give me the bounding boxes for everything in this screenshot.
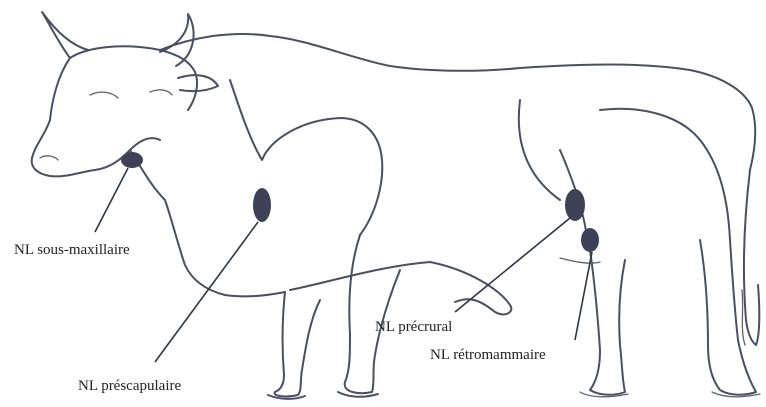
- label-prescapulaire: NL préscapulaire: [78, 378, 181, 394]
- labels: NL sous-maxillaire NL préscapulaire NL p…: [14, 242, 546, 394]
- shoulder: [230, 80, 382, 235]
- cow-illustration: [32, 12, 760, 399]
- neck-back-line: [160, 34, 755, 170]
- label-precrural: NL précrural: [375, 319, 452, 335]
- node-precrural: [565, 189, 585, 221]
- leader-retromammaire: [575, 252, 592, 340]
- flank: [519, 100, 588, 245]
- left-horn: [42, 12, 88, 58]
- front-right-leg: [345, 235, 400, 393]
- front-left-leg: [275, 292, 320, 396]
- tail: [744, 170, 759, 345]
- hind-left-leg: [590, 250, 625, 395]
- hip: [600, 109, 730, 240]
- dewlap: [130, 150, 285, 296]
- node-sous-maxillaire: [121, 152, 143, 168]
- leader-prescapulaire: [155, 222, 258, 362]
- label-retromammaire: NL rétromammaire: [430, 347, 546, 363]
- node-retromammaire: [581, 228, 599, 252]
- hind-right-leg: [700, 240, 756, 395]
- leader-precrural: [455, 218, 570, 312]
- head-outline: [32, 46, 197, 176]
- leader-sous-maxillaire: [95, 168, 128, 232]
- label-sous-maxillaire: NL sous-maxillaire: [14, 242, 130, 258]
- leader-lines: [95, 168, 592, 362]
- node-prescapulaire: [253, 188, 271, 222]
